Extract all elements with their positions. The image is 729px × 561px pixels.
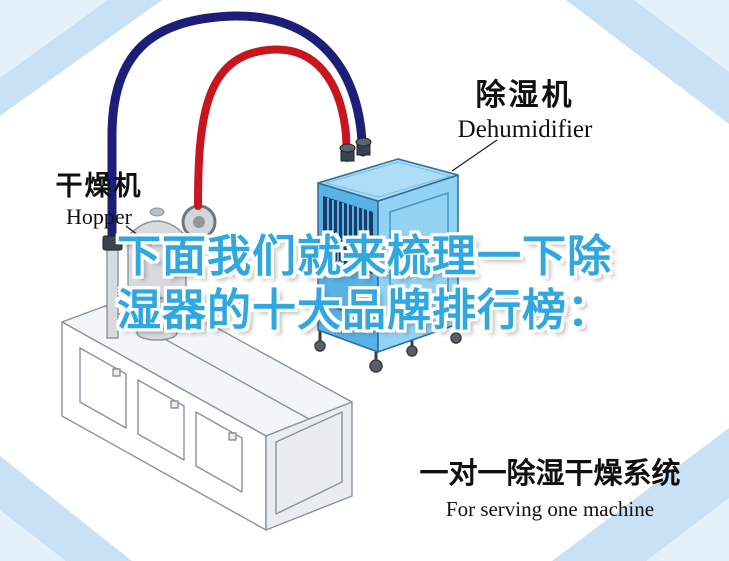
navy-hose: [107, 11, 368, 247]
hopper-dome: [126, 220, 188, 237]
caption-overlay: 下面我们就来梳理一下除 湿器的十大品牌排行榜：: [40, 230, 689, 338]
dehumidifier-label-cn: 除湿机: [475, 79, 575, 112]
system-label-cn: 一对一除湿干燥系统: [419, 458, 681, 490]
caster-wheel: [406, 345, 418, 357]
system-label: 一对一除湿干燥系统 For serving one machine: [402, 450, 698, 522]
side-door-panel: [389, 191, 449, 320]
front-seam: [317, 301, 379, 323]
hopper-machine: [126, 204, 217, 341]
panel-handle: [228, 432, 237, 441]
system-label-en: For serving one machine: [445, 497, 655, 521]
side-door-handle: [439, 247, 445, 253]
extruder-panel: [137, 379, 185, 461]
caster-wheel: [450, 332, 462, 344]
corner-top-left-fold: [0, 0, 108, 78]
top-face-inset: [323, 161, 453, 198]
corner-bottom-right-fold: [646, 498, 729, 561]
extruder-panel: [195, 411, 243, 493]
caster-wheel: [314, 340, 326, 352]
corner-top-right-fold: [634, 0, 729, 72]
hopper-label: 干燥机 Hopper: [34, 164, 164, 230]
louver-slats: [327, 198, 369, 272]
extruder-end-face: [265, 401, 353, 531]
dehumidifier-label-en: Dehumidifier: [457, 116, 593, 143]
corner-bottom-left: [0, 456, 132, 561]
hopper-label-en: Hopper: [66, 204, 132, 229]
corner-bottom-left-fold: [0, 510, 66, 561]
caster-wheel: [369, 359, 383, 373]
hose-connector-navy-cap: [355, 137, 372, 147]
leader-line-dehumidifier: [451, 139, 498, 172]
hose-connector-red-cap: [339, 143, 356, 153]
extruder-machine: [61, 289, 353, 531]
blower-hub: [193, 216, 205, 228]
panel-handle: [170, 400, 179, 409]
hopper-label-cn: 干燥机: [55, 171, 143, 201]
hopper-cap: [149, 207, 165, 217]
dehumidifier-label: 除湿机 Dehumidifier: [440, 70, 610, 144]
end-cabinet-panel: [275, 411, 343, 515]
caption-line-1: 下面我们就来梳理一下除: [117, 232, 612, 281]
dehumidifier-machine: [314, 137, 462, 373]
panel-handle: [112, 368, 121, 377]
corner-bottom-right: [552, 428, 729, 561]
red-hose: [194, 45, 351, 210]
extruder-top-seam: [104, 305, 310, 420]
navy-hose-fitting: [102, 235, 123, 251]
extruder-panel: [79, 347, 127, 429]
caption-line-2: 湿器的十大品牌排行榜：: [117, 286, 612, 335]
leader-line-hopper: [125, 225, 152, 246]
